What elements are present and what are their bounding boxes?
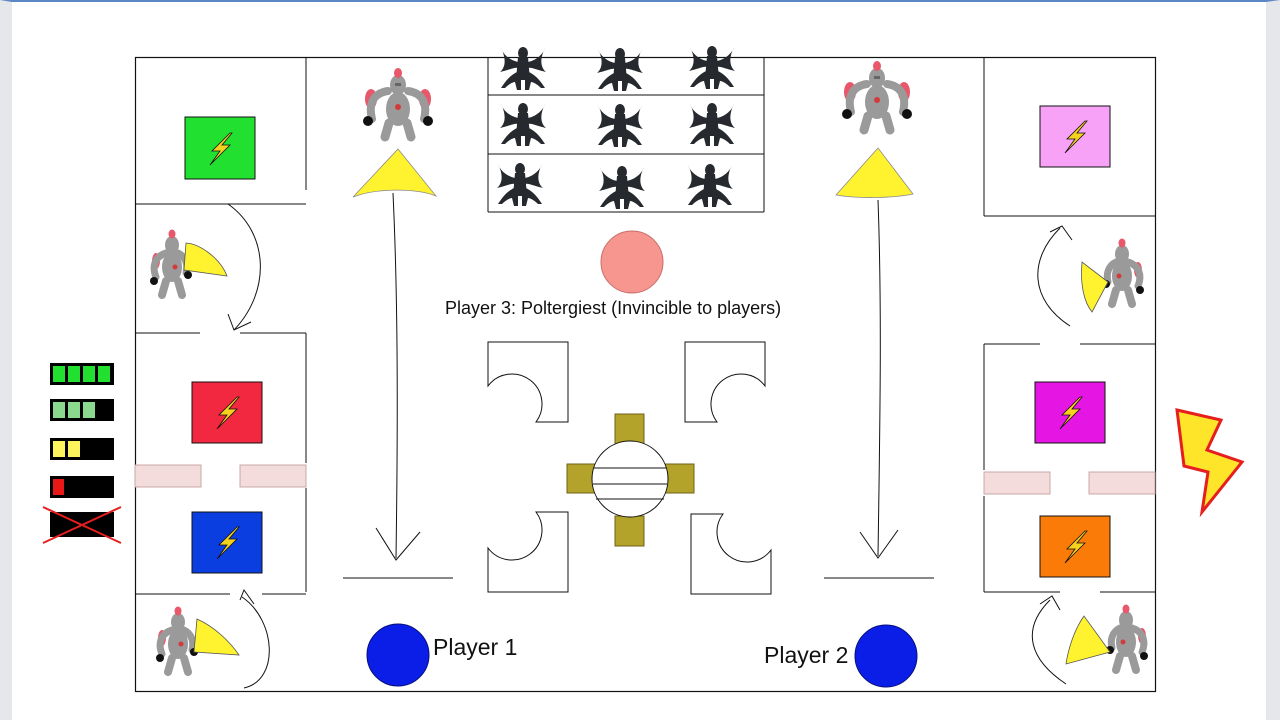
vision-cone bbox=[352, 148, 438, 198]
poltergeist-player-token[interactable] bbox=[600, 230, 664, 294]
player-2-token[interactable] bbox=[854, 624, 918, 688]
creature-silhouette-icon bbox=[597, 104, 643, 147]
battery-icon bbox=[50, 476, 114, 498]
map-outer-wall bbox=[134, 56, 1157, 693]
power-tile-orange[interactable] bbox=[1039, 515, 1111, 578]
vision-cone bbox=[193, 618, 240, 656]
creature-silhouette-icon bbox=[497, 163, 543, 206]
door bbox=[239, 464, 307, 488]
player-1-token[interactable] bbox=[366, 623, 430, 687]
corner-nook bbox=[487, 341, 569, 423]
creature-silhouette-icon bbox=[599, 166, 645, 209]
corner-nook bbox=[487, 511, 569, 593]
creature-silhouette-icon bbox=[687, 164, 733, 207]
corner-nook bbox=[690, 513, 772, 595]
robot-guard-icon bbox=[150, 230, 228, 296]
battery-icon bbox=[50, 363, 114, 385]
interior-walls bbox=[136, 57, 1155, 595]
vision-cone bbox=[183, 242, 228, 277]
creature-silhouette-icon bbox=[689, 103, 735, 146]
player-2-label: Player 2 bbox=[764, 642, 849, 668]
vision-cone bbox=[1065, 615, 1111, 665]
power-tile-pink[interactable] bbox=[1039, 105, 1111, 168]
vision-cone bbox=[1081, 261, 1109, 313]
power-tile-magenta[interactable] bbox=[1034, 381, 1106, 444]
creature-silhouette-icon bbox=[597, 48, 643, 91]
robot-guard-icon bbox=[835, 61, 914, 198]
creature-silhouette-icon bbox=[689, 46, 735, 89]
enemy-spawn-grid bbox=[497, 46, 735, 209]
center-table bbox=[566, 413, 695, 547]
battery-icon bbox=[50, 438, 114, 460]
power-tile-red[interactable] bbox=[191, 381, 263, 444]
robot-guard-icon bbox=[1081, 239, 1144, 313]
door bbox=[983, 471, 1051, 495]
poltergeist-label: Player 3: Poltergiest (Invincible to pla… bbox=[445, 298, 782, 318]
door bbox=[1088, 471, 1156, 495]
robot-guard-icon bbox=[1065, 605, 1148, 671]
player-1-label: Player 1 bbox=[433, 634, 518, 660]
vision-cone bbox=[835, 147, 914, 198]
battery-icon bbox=[42, 506, 122, 544]
corner-nook bbox=[684, 341, 766, 423]
robot-guard-icon bbox=[352, 68, 438, 198]
robot-guard-icon bbox=[156, 607, 240, 673]
patrol-paths bbox=[227, 192, 1073, 689]
battery-legend bbox=[42, 363, 122, 544]
power-tile-green[interactable] bbox=[184, 116, 256, 180]
power-tile-blue[interactable] bbox=[191, 511, 263, 574]
battery-icon bbox=[50, 399, 114, 421]
creature-silhouette-icon bbox=[500, 47, 546, 90]
door bbox=[134, 464, 202, 488]
lightning-bolt-icon bbox=[1175, 408, 1245, 518]
creature-silhouette-icon bbox=[500, 103, 546, 146]
